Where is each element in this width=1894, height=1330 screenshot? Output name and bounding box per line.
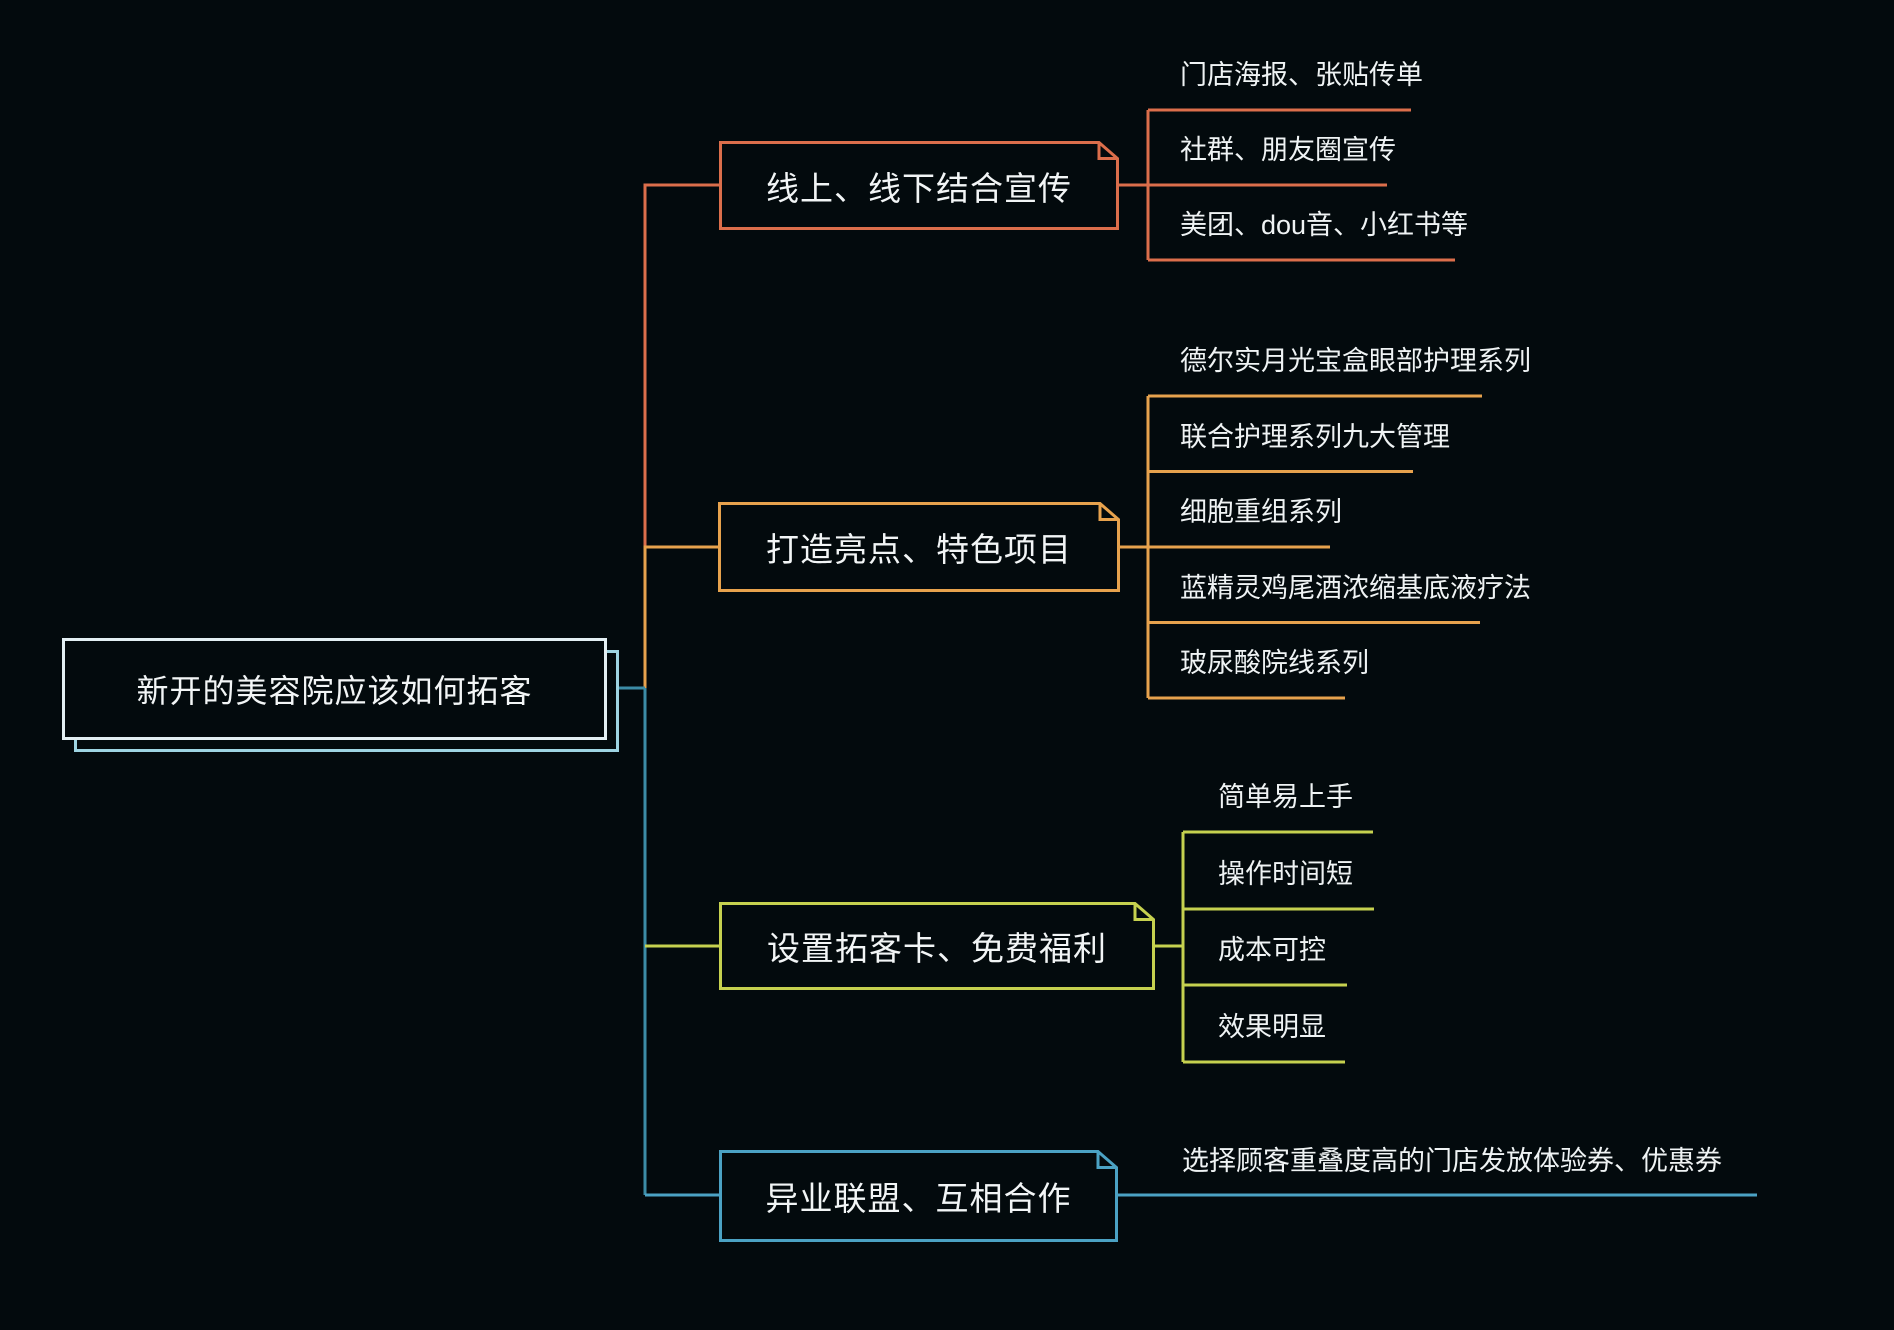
child-node[interactable]: 蓝精灵鸡尾酒浓缩基底液疗法 [1180, 572, 1531, 603]
child-node[interactable]: 细胞重组系列 [1180, 497, 1342, 527]
branch-node-cross-industry-alliance[interactable]: 异业联盟、互相合作 [719, 1150, 1118, 1242]
child-node[interactable]: 简单易上手 [1218, 782, 1353, 812]
child-node[interactable]: 联合护理系列九大管理 [1180, 421, 1450, 452]
root-spine [619, 686, 647, 1195]
child-node[interactable]: 门店海报、张贴传单 [1180, 60, 1423, 90]
child-node[interactable]: 操作时间短 [1218, 859, 1353, 889]
root-label: 新开的美容院应该如何拓客 [136, 673, 533, 709]
child-node[interactable]: 德尔实月光宝盒眼部护理系列 [1180, 346, 1531, 376]
dogear-note-border [718, 502, 1120, 592]
branch-label: 设置拓客卡、免费福利 [767, 930, 1107, 967]
branch-node-customer-cards[interactable]: 设置拓客卡、免费福利 [719, 902, 1155, 990]
branch-label: 打造亮点、特色项目 [766, 531, 1072, 568]
branch-label: 线上、线下结合宣传 [766, 169, 1072, 207]
child-node[interactable]: 成本可控 [1218, 935, 1326, 965]
dogear-note-border [719, 902, 1155, 990]
child-node[interactable]: 社群、朋友圈宣传 [1180, 135, 1396, 165]
child-node[interactable]: 效果明显 [1218, 1012, 1326, 1042]
root-node[interactable]: 新开的美容院应该如何拓客 [62, 638, 607, 740]
child-node[interactable]: 选择顾客重叠度高的门店发放体验券、优惠券 [1182, 1146, 1722, 1176]
dogear-note-border [719, 1150, 1118, 1242]
branch-label: 异业联盟、互相合作 [765, 1180, 1072, 1217]
branch-node-featured-projects[interactable]: 打造亮点、特色项目 [718, 502, 1120, 592]
child-node[interactable]: 玻尿酸院线系列 [1180, 648, 1369, 678]
dogear-note-border [719, 141, 1119, 230]
branch-node-online-offline-promo[interactable]: 线上、线下结合宣传 [719, 141, 1119, 230]
child-node[interactable]: 美团、dou音、小红书等 [1180, 210, 1469, 240]
